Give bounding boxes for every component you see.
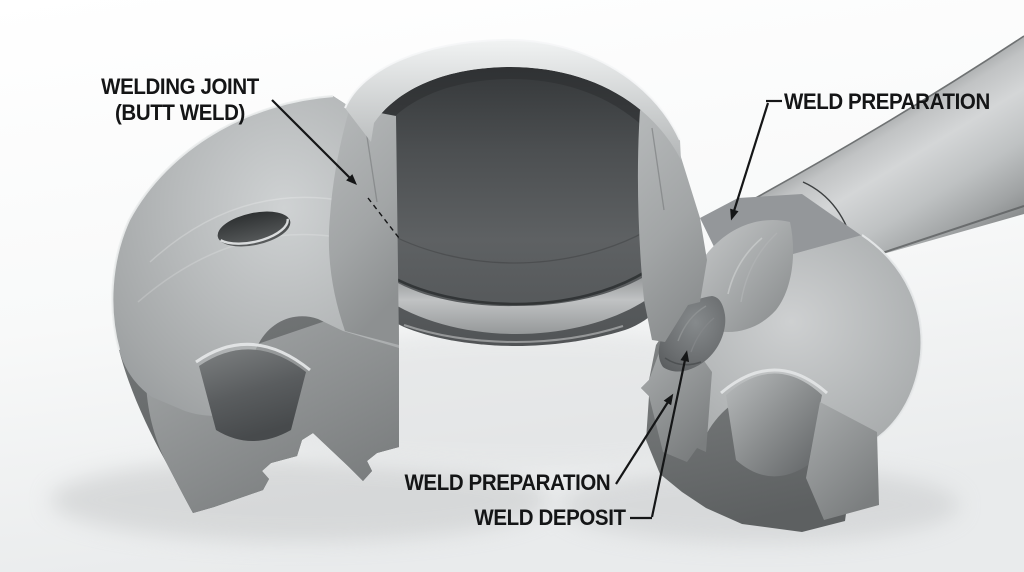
flange-right-leg-face bbox=[641, 350, 712, 462]
hub-left-prep-groove bbox=[365, 129, 378, 203]
leader-welding-joint bbox=[271, 99, 358, 186]
bore-counterbore-dark-line bbox=[384, 267, 651, 306]
collar-striation-2 bbox=[740, 232, 778, 303]
bore-upper-inner-shadow bbox=[374, 66, 681, 176]
bolt-hole-rim-highlight bbox=[220, 218, 289, 245]
weld-bead-shadow bbox=[664, 357, 702, 366]
callout-weld-preparation-top: WELD PREPARATION bbox=[784, 89, 990, 115]
callout-weld-preparation-bottom: WELD PREPARATION bbox=[404, 470, 610, 496]
hub-rim-band bbox=[345, 39, 681, 160]
callout-weld-deposit-text: WELD DEPOSIT bbox=[474, 505, 627, 530]
weld-bead-striation-2 bbox=[690, 317, 715, 353]
flange-left-slot-interior bbox=[199, 349, 306, 441]
callout-welding-joint: WELDING JOINT (BUTT WELD) bbox=[85, 74, 275, 126]
flange-right-outer-edge-highlight bbox=[861, 234, 923, 446]
flange-left-top-surface bbox=[112, 96, 400, 416]
callout-weld-preparation-top-text: WELD PREPARATION bbox=[784, 89, 990, 114]
leader-weld-deposit bbox=[650, 350, 690, 518]
weld-bead-body bbox=[658, 296, 726, 372]
hub-bore bbox=[328, 38, 707, 346]
hub-rim-outer-edge bbox=[344, 38, 681, 141]
collar-striation-1 bbox=[727, 237, 763, 295]
hub-right-prep-groove bbox=[651, 127, 665, 211]
flange-right-foot-face bbox=[806, 402, 879, 520]
bolt-hole-opening bbox=[217, 211, 291, 247]
flange-right-slot-rim bbox=[720, 368, 828, 395]
bore-counterbore-bright-band bbox=[384, 272, 652, 334]
flange-left bbox=[111, 94, 400, 513]
flange-left-slot-rim bbox=[195, 342, 311, 372]
weld-bead-striation-1 bbox=[677, 305, 707, 342]
flange-right-slot-interior bbox=[726, 373, 822, 477]
bore-mid-scribe-arc bbox=[377, 225, 656, 264]
hub-right-cut-face bbox=[637, 110, 707, 342]
leader-weld-preparation-bottom bbox=[615, 393, 674, 485]
flange-left-brush-arc-1 bbox=[149, 196, 351, 263]
flange-left-outer-edge-highlight bbox=[111, 94, 334, 351]
callout-welding-joint-line2: (BUTT WELD) bbox=[114, 100, 245, 125]
annotations bbox=[271, 99, 782, 520]
bore-interior bbox=[374, 66, 683, 346]
bore-bottom-lip-highlight bbox=[403, 324, 624, 344]
callout-weld-deposit: WELD DEPOSIT bbox=[474, 505, 627, 531]
weld-deposit-bead bbox=[658, 296, 726, 372]
bolt-hole bbox=[217, 211, 291, 247]
hub-left-cut-face bbox=[328, 107, 399, 345]
leader-weld-preparation-top bbox=[730, 102, 770, 221]
callout-welding-joint-line1: WELDING JOINT bbox=[101, 74, 259, 99]
callout-weld-preparation-bottom-text: WELD PREPARATION bbox=[404, 470, 610, 495]
